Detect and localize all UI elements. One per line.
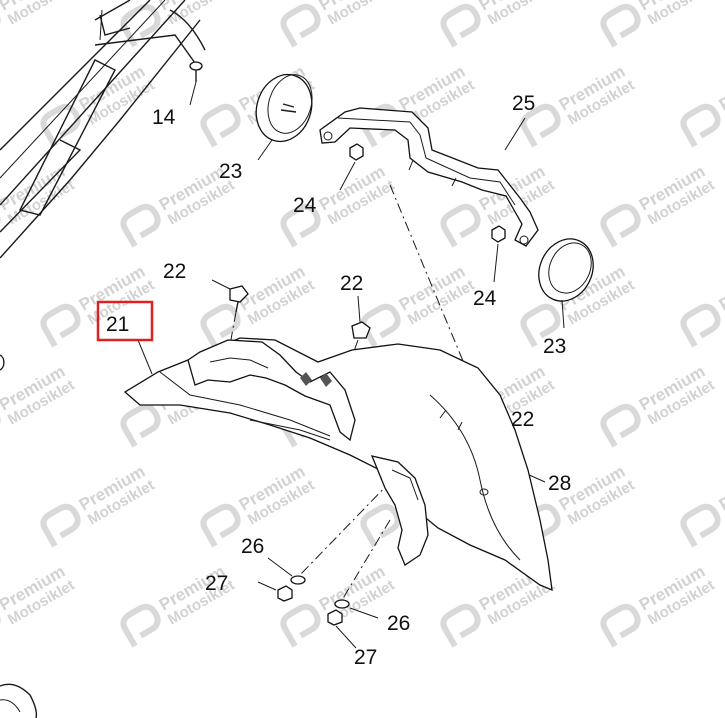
washer-26-left	[267, 557, 306, 585]
watermark-p-icon	[120, 403, 161, 448]
watermark-p-icon	[680, 303, 721, 348]
watermark-p-icon	[280, 3, 321, 48]
callout-27-right: 27	[354, 646, 377, 669]
callout-22-right: 22	[511, 408, 534, 431]
highlight-box-21	[96, 300, 154, 342]
callout-24-top: 24	[293, 194, 317, 217]
watermark-p-icon	[40, 303, 81, 348]
callout-23-right: 23	[543, 335, 566, 358]
watermark-p-icon	[200, 503, 241, 548]
callout-26-left: 26	[241, 535, 264, 558]
watermark-p-icon	[120, 3, 161, 48]
watermark-line1: Premium	[716, 62, 725, 115]
callout-21: 21	[106, 313, 129, 336]
callout-28: 28	[548, 472, 571, 495]
callout-22-middle: 22	[340, 272, 363, 295]
callout-25: 25	[512, 92, 535, 115]
watermark-line1: Premium	[716, 462, 725, 515]
reflector-23-top	[255, 73, 313, 161]
watermark-p-icon	[200, 303, 241, 348]
watermark-p-icon	[600, 603, 641, 648]
watermark-p-icon	[360, 303, 401, 348]
nut-27-left	[257, 581, 293, 602]
watermark-p-icon	[120, 203, 161, 248]
wheel-fragment	[0, 683, 38, 718]
nut-27-right	[327, 609, 357, 649]
watermark-p-icon	[360, 503, 401, 548]
watermark-p-icon	[280, 203, 321, 248]
callout-14: 14	[152, 106, 176, 129]
bracket-25	[319, 107, 539, 247]
watermark-p-icon	[280, 603, 321, 648]
watermark-p-icon	[600, 3, 641, 48]
watermark-p-icon	[440, 3, 481, 48]
callout-22-left: 22	[163, 260, 186, 283]
watermark-p-icon	[440, 203, 481, 248]
watermark-p-icon	[120, 603, 161, 648]
watermark-p-icon	[600, 403, 641, 448]
watermark-p-icon	[40, 503, 81, 548]
fork-frame	[0, 0, 206, 371]
watermark-line1: Premium	[716, 262, 725, 315]
callout-26-right: 26	[387, 612, 410, 635]
reflector-23-right	[538, 238, 594, 329]
callout-labels: 14 23 24 25 22 22 21 24 23 22 28 26 27 2…	[106, 92, 571, 669]
watermark-p-icon	[600, 203, 641, 248]
watermark-p-icon	[520, 303, 561, 348]
bolt-14	[189, 61, 203, 106]
bolt-22-left	[211, 279, 249, 346]
watermark-p-icon	[680, 503, 721, 548]
callout-24-right: 24	[473, 287, 497, 310]
watermark-p-icon	[440, 603, 481, 648]
watermark-p-icon	[680, 103, 721, 148]
front-fender-21	[123, 337, 553, 592]
washer-26-right	[334, 599, 379, 619]
callout-23-top: 23	[219, 160, 242, 183]
watermark-p-icon	[520, 103, 561, 148]
nut-24-top	[339, 143, 364, 191]
watermark-p-icon	[40, 103, 81, 148]
nut-24-right	[491, 225, 506, 283]
watermark-p-icon	[200, 103, 241, 148]
callout-27-left: 27	[205, 572, 228, 595]
